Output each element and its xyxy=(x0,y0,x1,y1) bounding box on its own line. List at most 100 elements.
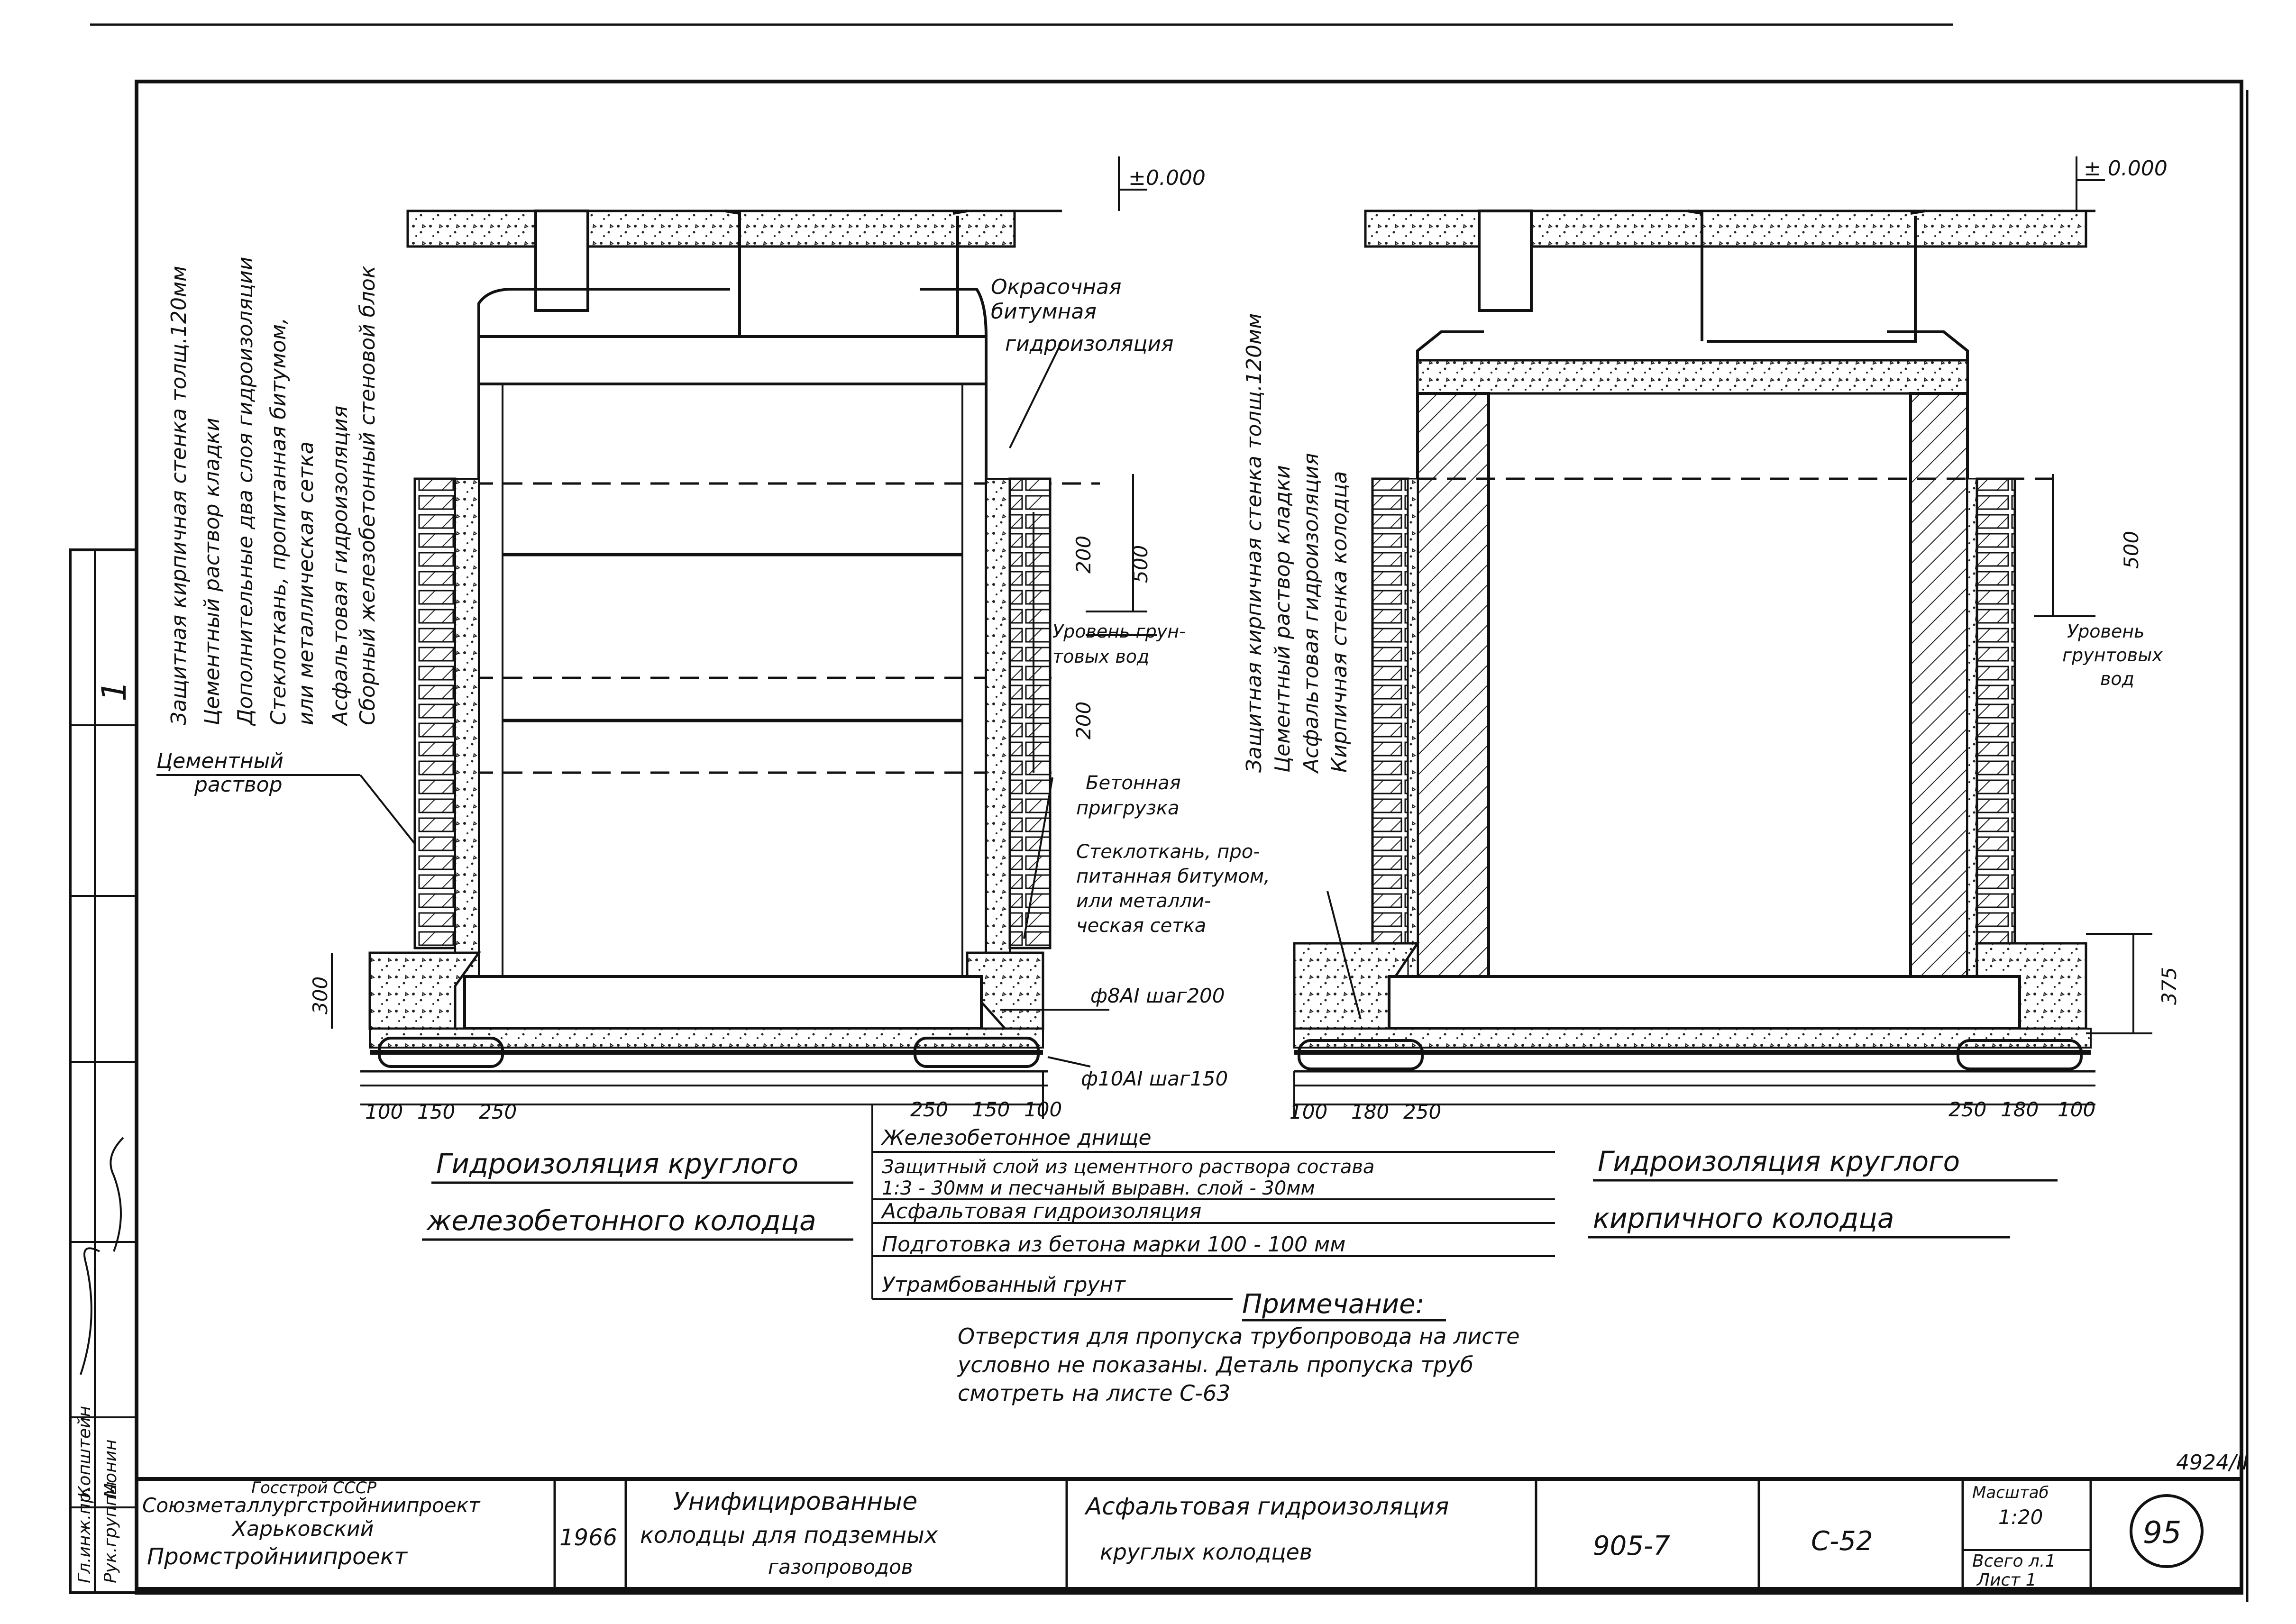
page-num: 95 xyxy=(2143,1515,2181,1551)
note-title: Примечание: xyxy=(1242,1289,1424,1320)
fiberglass-0: Стеклоткань, про- xyxy=(1076,841,1260,863)
layer-2: 1:3 - 30мм и песчаный выравн. слой - 30м… xyxy=(882,1177,1315,1199)
rebar-top: ф8АI шаг200 xyxy=(1090,984,1225,1007)
title-left-1: железобетонного колодца xyxy=(426,1204,816,1237)
dim-bl-0: 100 xyxy=(365,1100,403,1123)
dim-375: 375 xyxy=(2158,967,2181,1005)
sheet-no: Лист 1 xyxy=(1976,1570,2037,1590)
left-label-3: Стеклоткань, пропитанная битумом, xyxy=(266,318,291,725)
project-0: Унифицированные xyxy=(673,1487,917,1516)
org-2: Харьковский xyxy=(231,1517,374,1541)
dim-500-right: 500 xyxy=(2120,531,2143,569)
dim-brb-2: 100 xyxy=(2058,1098,2095,1121)
concrete-ballast-0: Бетонная xyxy=(1086,772,1181,794)
title-right-1: кирпичного колодца xyxy=(1593,1202,1894,1234)
dimensions: 500 200 200 300 500 375 100 150 250 250 … xyxy=(309,531,2181,1123)
org-3: Промстройниипроект xyxy=(147,1543,408,1570)
left-label-6: Сборный железобетонный стеновой блок xyxy=(356,265,380,725)
note: Примечание: Отверстия для пропуска трубо… xyxy=(957,1289,1520,1406)
callout-labels: Окрасочная битумная гидроизоляция Уровен… xyxy=(156,275,2163,1090)
archive-num: 4924/II xyxy=(2176,1451,2249,1475)
side-name-1: Монин xyxy=(101,1439,120,1498)
right-label-2: Асфальтовая гидроизоляция xyxy=(1299,453,1323,774)
cement-mortar-0: Цементный xyxy=(156,749,284,773)
sheets-total: Всего л.1 xyxy=(1972,1551,2056,1571)
dim-bl-1: 150 xyxy=(417,1100,455,1123)
scale-label: Масштаб xyxy=(1972,1483,2049,1502)
concrete-ballast-1: пригрузка xyxy=(1076,797,1180,819)
leader-lines xyxy=(156,156,2152,1300)
groundwater-right-0: Уровень xyxy=(2067,621,2145,642)
note-line-1: условно не показаны. Деталь пропуска тру… xyxy=(957,1352,1473,1378)
note-line-0: Отверстия для пропуска трубопровода на л… xyxy=(958,1323,1520,1349)
dim-bm-1: 150 xyxy=(972,1098,1010,1121)
dim-bm-0: 250 xyxy=(910,1098,948,1121)
fiberglass-3: ческая сетка xyxy=(1076,915,1206,937)
dim-200-b: 200 xyxy=(1072,702,1095,739)
right-well-drawing xyxy=(1293,210,2095,1086)
title-right-0: Гидроизоляция круглого xyxy=(1598,1145,1960,1177)
elevation-marks: ±0.000 ± 0.000 xyxy=(1128,156,2168,190)
groundwater-right-1: грунтовых xyxy=(2062,645,2163,666)
drawing-titles: Гидроизоляция круглого железобетонного к… xyxy=(422,1145,2058,1241)
side-stamp: 1 Гл.инж.пр. Рук.группы Копштейн Монин xyxy=(69,548,138,1594)
left-label-2: Дополнительные два слоя гидроизоляции xyxy=(233,257,257,726)
side-role-0: Гл.инж.пр. xyxy=(75,1487,94,1583)
cement-mortar-1: раствор xyxy=(194,773,283,797)
layer-1: Защитный слой из цементного раствора сос… xyxy=(882,1156,1374,1178)
left-label-4: или металлическая сетка xyxy=(294,441,318,725)
groundwater-left-0: Уровень грун- xyxy=(1052,621,1186,642)
year: 1966 xyxy=(559,1524,617,1551)
dim-500-left: 500 xyxy=(1129,545,1152,583)
org-1: Союзметаллургстройниипроект xyxy=(142,1494,481,1517)
dim-brb-0: 250 xyxy=(1948,1098,1986,1121)
sheet-title-0: Асфальтовая гидроизоляция xyxy=(1084,1493,1449,1520)
groundwater-left-1: товых вод xyxy=(1052,646,1149,667)
side-sheet-num: 1 xyxy=(95,680,134,702)
dim-brb-1: 180 xyxy=(2001,1098,2039,1121)
elevation-left: ±0.000 xyxy=(1128,166,1206,190)
dim-bra-1: 180 xyxy=(1351,1100,1389,1123)
title-left-0: Гидроизоляция круглого xyxy=(436,1148,798,1180)
project-2: газопроводов xyxy=(768,1555,913,1578)
layer-legend: Железобетонное днище Защитный слой из це… xyxy=(880,1126,1374,1297)
fiberglass-2: или металли- xyxy=(1076,890,1211,912)
scale: 1:20 xyxy=(1998,1505,2043,1529)
dim-300: 300 xyxy=(309,976,332,1014)
right-label-1: Цементный раствор кладки xyxy=(1271,465,1295,773)
title-block: Госстрой СССР Союзметаллургстройниипроек… xyxy=(135,1451,2249,1595)
left-vertical-labels: Защитная кирпичная стенка толщ.120мм Цем… xyxy=(167,257,380,727)
dim-200-a: 200 xyxy=(1072,536,1095,574)
elevation-right: ± 0.000 xyxy=(2084,156,2168,181)
left-label-1: Цементный раствор кладки xyxy=(200,418,224,725)
sheet-title-1: круглых колодцев xyxy=(1100,1539,1312,1565)
project-1: колодцы для подземных xyxy=(640,1522,938,1549)
groundwater-right-2: вод xyxy=(2100,668,2134,689)
paint-bitumen-0: Окрасочная xyxy=(991,275,1121,299)
left-well-drawing xyxy=(360,210,1100,1086)
layer-4: Подготовка из бетона марки 100 - 100 мм xyxy=(882,1232,1345,1257)
sheet-code: С-52 xyxy=(1811,1526,1873,1557)
side-name-0: Копштейн xyxy=(75,1406,94,1498)
side-role-1: Рук.группы xyxy=(101,1481,120,1583)
right-label-0: Защитная кирпичная стенка толщ.120мм xyxy=(1242,313,1266,773)
layer-5: Утрамбованный грунт xyxy=(882,1273,1126,1297)
dim-bra-0: 100 xyxy=(1290,1100,1327,1123)
dim-bra-2: 250 xyxy=(1403,1100,1441,1123)
paint-bitumen-1: битумная xyxy=(991,300,1097,324)
layer-0: Железобетонное днище xyxy=(880,1126,1152,1150)
dim-bl-2: 250 xyxy=(479,1100,517,1123)
dim-bm-2: 100 xyxy=(1024,1098,1062,1121)
rebar-bottom: ф10АI шаг150 xyxy=(1081,1067,1228,1090)
fiberglass-1: питанная битумом, xyxy=(1076,866,1270,887)
left-label-0: Защитная кирпичная стенка толщ.120мм xyxy=(167,266,191,725)
right-vertical-labels: Защитная кирпичная стенка толщ.120мм Цем… xyxy=(1242,313,1352,774)
paint-bitumen-2: гидроизоляция xyxy=(1005,332,1174,356)
layer-3: Асфальтовая гидроизоляция xyxy=(880,1199,1201,1223)
series: 905-7 xyxy=(1593,1531,1670,1561)
note-line-2: смотреть на листе С-63 xyxy=(958,1380,1230,1406)
left-label-5: Асфальтовая гидроизоляция xyxy=(328,406,352,727)
org-0: Госстрой СССР xyxy=(251,1478,376,1497)
right-label-3: Кирпичная стенка колодца xyxy=(1327,471,1352,773)
